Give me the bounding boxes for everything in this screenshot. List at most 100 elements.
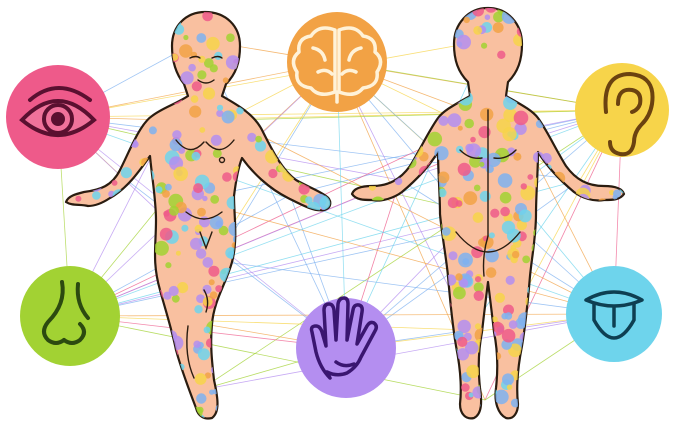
body-spot [169, 383, 176, 390]
body-spot [380, 404, 385, 409]
body-spot [63, 388, 70, 395]
body-spot [417, 304, 431, 318]
body-spot [310, 7, 316, 13]
body-spot [615, 2, 628, 15]
body-spot [438, 57, 448, 67]
body-spot [83, 220, 94, 231]
body-spot [303, 284, 316, 297]
body-spot [567, 369, 574, 376]
body-spot [579, 388, 594, 403]
body-spot [475, 276, 481, 282]
body-spot [88, 47, 93, 52]
body-spot [141, 23, 154, 36]
body-spot [395, 261, 402, 268]
body-spot [363, 117, 374, 128]
body-spot [385, 18, 393, 26]
body-spot [295, 139, 305, 149]
body-spot [519, 209, 532, 222]
body-spot [92, 71, 98, 77]
body-spot [317, 289, 331, 303]
body-spot [386, 31, 393, 38]
body-spot [241, 302, 252, 313]
body-spot [505, 312, 512, 319]
body-spot [621, 195, 629, 203]
body-spot [595, 54, 605, 64]
body-spot [57, 227, 70, 240]
body-spot [125, 387, 136, 398]
body-spot [142, 407, 150, 415]
body-spot [567, 53, 574, 60]
body-spot [158, 377, 170, 389]
ear-circle [575, 63, 669, 157]
body-spot [162, 190, 170, 198]
body-spot [168, 76, 175, 83]
body-spot [470, 137, 476, 143]
body-spot [485, 14, 491, 20]
body-spot [211, 366, 219, 374]
body-spot [619, 183, 630, 194]
body-spot [113, 32, 124, 43]
body-spot [347, 277, 352, 282]
body-spot [489, 232, 495, 238]
body-spot [58, 21, 70, 33]
body-spot [191, 95, 199, 103]
body-spot [227, 88, 234, 95]
body-spot [287, 19, 300, 32]
body-spot [219, 334, 226, 341]
body-spot [194, 305, 202, 313]
body-spot [527, 174, 533, 180]
body-spot [457, 337, 467, 347]
body-spot [289, 400, 302, 413]
body-spot [189, 106, 201, 118]
body-spot [408, 415, 418, 425]
body-spot [563, 14, 568, 19]
body-spot [546, 49, 557, 60]
body-spot [138, 334, 146, 342]
body-spot [363, 271, 370, 278]
body-spot [535, 71, 542, 78]
body-spot [502, 329, 516, 343]
body-spot [598, 1, 612, 15]
body-spot [382, 224, 392, 234]
body-spot [192, 81, 202, 91]
body-spot [270, 9, 277, 16]
body-spot [266, 43, 280, 57]
body-spot [270, 303, 284, 317]
body-spot [446, 88, 451, 93]
body-spot [506, 276, 515, 285]
body-spot [582, 200, 592, 210]
body-spot [78, 210, 84, 216]
body-spot [287, 366, 292, 371]
body-spot [493, 22, 504, 33]
body-spot [248, 94, 263, 109]
body-spot [60, 416, 67, 423]
body-spot [256, 91, 265, 100]
body-spot [95, 260, 106, 271]
body-spot [613, 190, 621, 198]
body-spot [615, 371, 629, 385]
body-spot [478, 126, 490, 138]
body-spot [383, 400, 391, 408]
body-spot [89, 210, 101, 222]
body-spot [146, 363, 153, 370]
body-spot [228, 357, 235, 364]
body-spot [124, 66, 135, 77]
body-spot [513, 153, 521, 161]
body-spot [484, 341, 489, 346]
body-spot [538, 386, 550, 398]
body-spot [247, 133, 256, 142]
body-spot [107, 205, 115, 213]
body-spot [106, 15, 113, 22]
body-spot [606, 243, 618, 255]
body-spot [204, 327, 211, 334]
body-spot [199, 127, 205, 133]
body-spot [229, 341, 236, 348]
body-spot [323, 410, 329, 416]
connection-line [230, 110, 622, 120]
body-spot [608, 52, 614, 58]
body-spot [563, 390, 575, 402]
body-spot [246, 406, 259, 419]
body-spot [377, 289, 382, 294]
body-spot [543, 369, 548, 374]
body-spot [427, 186, 433, 192]
